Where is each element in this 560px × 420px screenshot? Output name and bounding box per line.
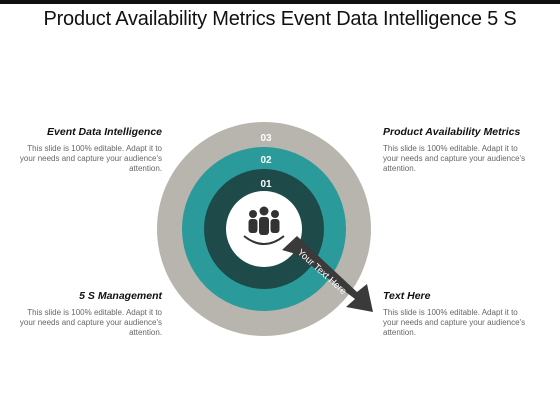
- block-heading: Text Here: [383, 290, 431, 302]
- block-product-availability-metrics: Product Availability Metrics This slide …: [383, 126, 533, 174]
- block-5s-management: 5 S Management This slide is 100% editab…: [12, 290, 162, 338]
- slide-title: Product Availability Metrics Event Data …: [43, 8, 517, 30]
- callout-arrow: [282, 236, 373, 312]
- block-body: This slide is 100% editable. Adapt it to…: [383, 144, 526, 173]
- block-body: This slide is 100% editable. Adapt it to…: [19, 144, 162, 173]
- block-text-here: Text Here This slide is 100% editable. A…: [383, 290, 533, 338]
- top-bar: [0, 0, 560, 4]
- block-event-data-intelligence: Event Data Intelligence This slide is 10…: [12, 126, 162, 174]
- ring-label-01: 01: [260, 179, 272, 190]
- block-heading: 5 S Management: [79, 290, 162, 302]
- block-heading: Product Availability Metrics: [383, 126, 521, 138]
- ring-label-02: 02: [260, 155, 272, 166]
- block-body: This slide is 100% editable. Adapt it to…: [19, 308, 162, 337]
- people-group-icon: [243, 206, 285, 245]
- ring-label-03: 03: [260, 133, 272, 144]
- block-heading: Event Data Intelligence: [47, 126, 162, 138]
- block-body: This slide is 100% editable. Adapt it to…: [383, 308, 526, 337]
